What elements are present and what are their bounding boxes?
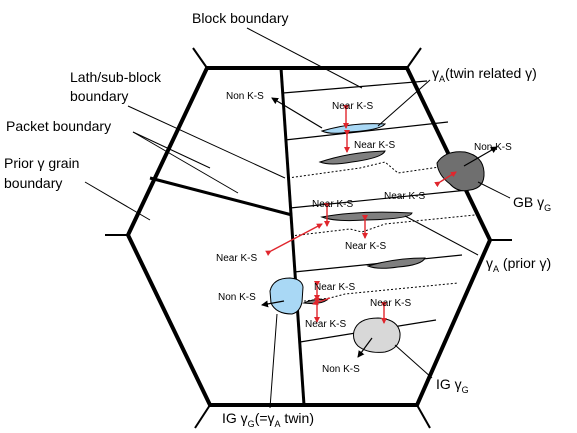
prior-gamma-label: γA (prior γ)	[486, 255, 551, 274]
non-ks-label: Non K-S	[322, 364, 360, 375]
grain-boundary-extension	[194, 404, 211, 429]
non-ks-arrow	[463, 146, 498, 167]
leader-line	[246, 27, 363, 89]
near-ks-label: Near K-S	[332, 101, 373, 112]
non-ks-label: Non K-S	[226, 91, 264, 102]
leader-line	[377, 79, 431, 127]
ig-gamma-g	[353, 317, 401, 353]
gb-gamma-g-label: GB γG	[513, 194, 551, 213]
near-ks-label: Near K-S	[370, 298, 411, 309]
block-boundary-line	[282, 80, 428, 94]
leader-line	[132, 131, 211, 169]
block-boundary-line	[289, 189, 469, 209]
near-ks-label: Near K-S	[305, 319, 346, 330]
orientation-arrow	[312, 297, 331, 306]
twin-related-gamma-label: γA(twin related γ)	[432, 65, 537, 84]
leader-line	[127, 105, 286, 179]
lath	[320, 211, 413, 222]
grain-boundary-extension	[416, 404, 431, 429]
prior-grain-boundary-label: boundary	[4, 175, 62, 191]
twin-related-lath	[320, 123, 387, 134]
lath-boundary-label: boundary	[70, 88, 128, 104]
orientation-arrow	[434, 171, 457, 188]
packet-boundary-line	[279, 67, 306, 406]
near-ks-label: Near K-S	[216, 253, 257, 264]
lath	[318, 150, 386, 165]
near-ks-label: Near K-S	[312, 199, 353, 210]
non-ks-label: Non K-S	[474, 142, 512, 153]
non-ks-arrow	[261, 300, 285, 308]
near-ks-label: Near K-S	[314, 282, 355, 293]
block-boundary-label: Block boundary	[192, 10, 289, 26]
near-ks-label: Near K-S	[354, 140, 395, 151]
near-ks-label: Near K-S	[345, 241, 386, 252]
leader-line	[394, 344, 433, 379]
orientation-arrow	[265, 223, 323, 256]
block-boundary-line	[284, 121, 449, 141]
leader-line	[477, 181, 511, 199]
non-ks-arrow	[271, 97, 323, 129]
ig-gamma-twin-label: IG γG(=γA twin)	[222, 410, 314, 429]
leader-line	[269, 313, 278, 409]
ig-gamma-twin	[269, 277, 304, 315]
ig-gamma-g-label: IG γG	[436, 376, 469, 395]
lath	[366, 257, 426, 269]
prior-grain-boundary-label: Prior γ grain	[4, 155, 79, 171]
grain-boundary-extension	[192, 47, 208, 69]
non-ks-label: Non K-S	[218, 292, 256, 303]
packet-boundary-label: Packet boundary	[6, 118, 111, 134]
leader-line	[404, 215, 479, 256]
packet-boundary-line	[149, 176, 293, 217]
lath-boundary-label: Lath/sub-block	[70, 69, 162, 85]
near-ks-label: Near K-S	[384, 191, 425, 202]
gb-gamma-g	[436, 151, 485, 192]
non-ks-arrow	[357, 337, 373, 358]
grain-boundary-extension	[406, 47, 422, 69]
leader-line	[132, 131, 239, 194]
leader-line	[84, 181, 151, 221]
prior-austenite-grain-boundary	[125, 66, 493, 407]
lath-boundary-dashed	[287, 161, 461, 179]
